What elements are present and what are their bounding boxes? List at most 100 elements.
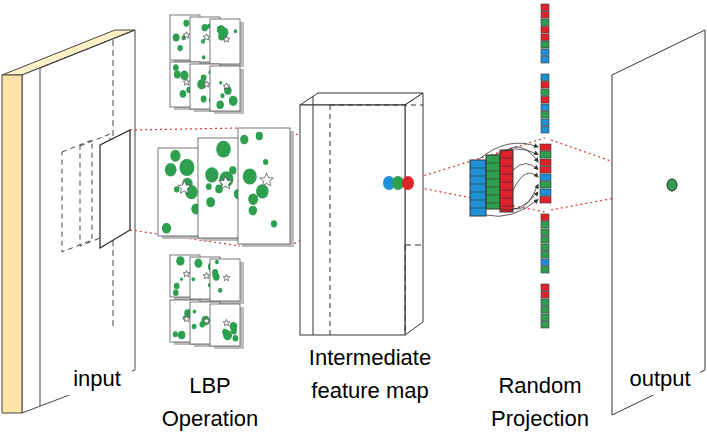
lbp-dot <box>220 93 224 98</box>
projection-cell <box>540 174 551 181</box>
lbp-dot <box>201 96 207 103</box>
lbp-dot <box>194 259 202 268</box>
bar-cell-line <box>486 203 500 204</box>
lbp-dot <box>229 96 238 106</box>
projection-cell <box>540 159 551 166</box>
bar-cell-line <box>470 184 486 185</box>
lbp-dot <box>180 90 187 98</box>
lbp-dot <box>170 150 180 162</box>
star-mark <box>203 317 210 323</box>
bar-cell-line <box>500 158 513 159</box>
star-mark <box>203 81 210 87</box>
lbp-dot <box>249 206 257 216</box>
projection-cell <box>540 144 551 151</box>
projection-cell <box>541 112 549 119</box>
star-mark <box>183 270 190 276</box>
projection-cell <box>540 152 551 159</box>
lbp-dot <box>205 167 218 182</box>
stage-label: Random Projection <box>478 369 602 435</box>
lbp-dot <box>218 25 224 32</box>
projection-arrow <box>493 149 538 156</box>
projection-cell <box>541 27 549 34</box>
lbp-dot <box>201 316 209 326</box>
input-volume <box>2 30 135 413</box>
lbp-dot <box>162 223 171 234</box>
bar-cell-line <box>470 208 486 209</box>
lbp-dot <box>174 283 180 290</box>
projection-cell <box>541 42 549 49</box>
star-mark <box>183 315 190 321</box>
stage-label: Intermediate feature map <box>297 341 443 407</box>
feature-map <box>300 93 423 335</box>
star-mark <box>223 274 230 280</box>
projection-cell <box>540 189 551 196</box>
bar-cells <box>470 158 513 208</box>
lbp-dot <box>216 100 223 109</box>
projection-cell <box>541 299 549 306</box>
lbp-card <box>238 128 290 244</box>
lbp-dot <box>213 273 220 281</box>
star-mark <box>223 83 230 89</box>
lbp-dot <box>218 288 222 293</box>
lbp-dot <box>173 331 178 337</box>
projection-bars <box>470 150 513 216</box>
lbp-card <box>210 19 240 64</box>
star-mark <box>219 176 232 189</box>
projection-arrow <box>513 173 538 190</box>
lbp-card <box>210 66 240 111</box>
bar-cell-line <box>500 198 513 199</box>
bar-cell-line <box>486 187 500 188</box>
star-mark <box>203 272 210 278</box>
star-mark <box>183 32 190 38</box>
projection-cell <box>541 222 549 229</box>
lbp-dot <box>223 330 232 340</box>
projection-cell <box>541 34 549 41</box>
bar-cell-line <box>500 206 513 207</box>
projection-cell <box>540 197 551 204</box>
star-mark <box>260 173 273 186</box>
projection-cell <box>541 119 549 126</box>
bar-cell-line <box>486 171 500 172</box>
lbp-dot <box>174 71 181 79</box>
lbp-dot <box>230 322 238 331</box>
projection-cell <box>541 127 549 134</box>
lbp-dot <box>180 277 183 280</box>
projection-cell <box>541 307 549 314</box>
lbp-dot <box>173 290 179 296</box>
bar-cell-line <box>470 176 486 177</box>
projection-cell <box>541 89 549 96</box>
lbp-dot <box>180 71 188 81</box>
projection-cell <box>541 229 549 236</box>
lbp-dot <box>178 331 185 340</box>
bar-cell-line <box>486 195 500 196</box>
bar-cell-line <box>500 166 513 167</box>
projection-cell <box>541 292 549 299</box>
lbp-dot <box>219 81 222 85</box>
lbp-dot <box>165 163 177 177</box>
lbp-dot <box>248 194 258 205</box>
lbp-card <box>210 304 240 346</box>
lbp-dot <box>192 277 195 281</box>
star-mark <box>183 79 190 85</box>
lbp-dot <box>206 183 212 190</box>
projection-cell <box>541 74 549 81</box>
lbp-dot <box>206 197 215 207</box>
projection-cell <box>540 167 551 174</box>
output-map <box>612 30 705 415</box>
projection-cell <box>541 49 549 56</box>
star-mark <box>203 34 210 40</box>
stage-label: output <box>620 362 700 395</box>
projection-cell <box>541 284 549 291</box>
lbp-dot <box>173 64 179 71</box>
lbp-dot <box>174 186 180 192</box>
projection-cell <box>541 322 549 329</box>
bar-cell-line <box>470 168 486 169</box>
star-mark <box>223 36 230 42</box>
lbp-dot <box>233 335 239 342</box>
lbp-dot <box>234 29 237 33</box>
lbp-dot <box>202 24 208 31</box>
projection-cell <box>541 19 549 26</box>
projection-arrow <box>486 200 538 217</box>
stage-label: input <box>62 362 132 395</box>
projection-cell <box>541 97 549 104</box>
